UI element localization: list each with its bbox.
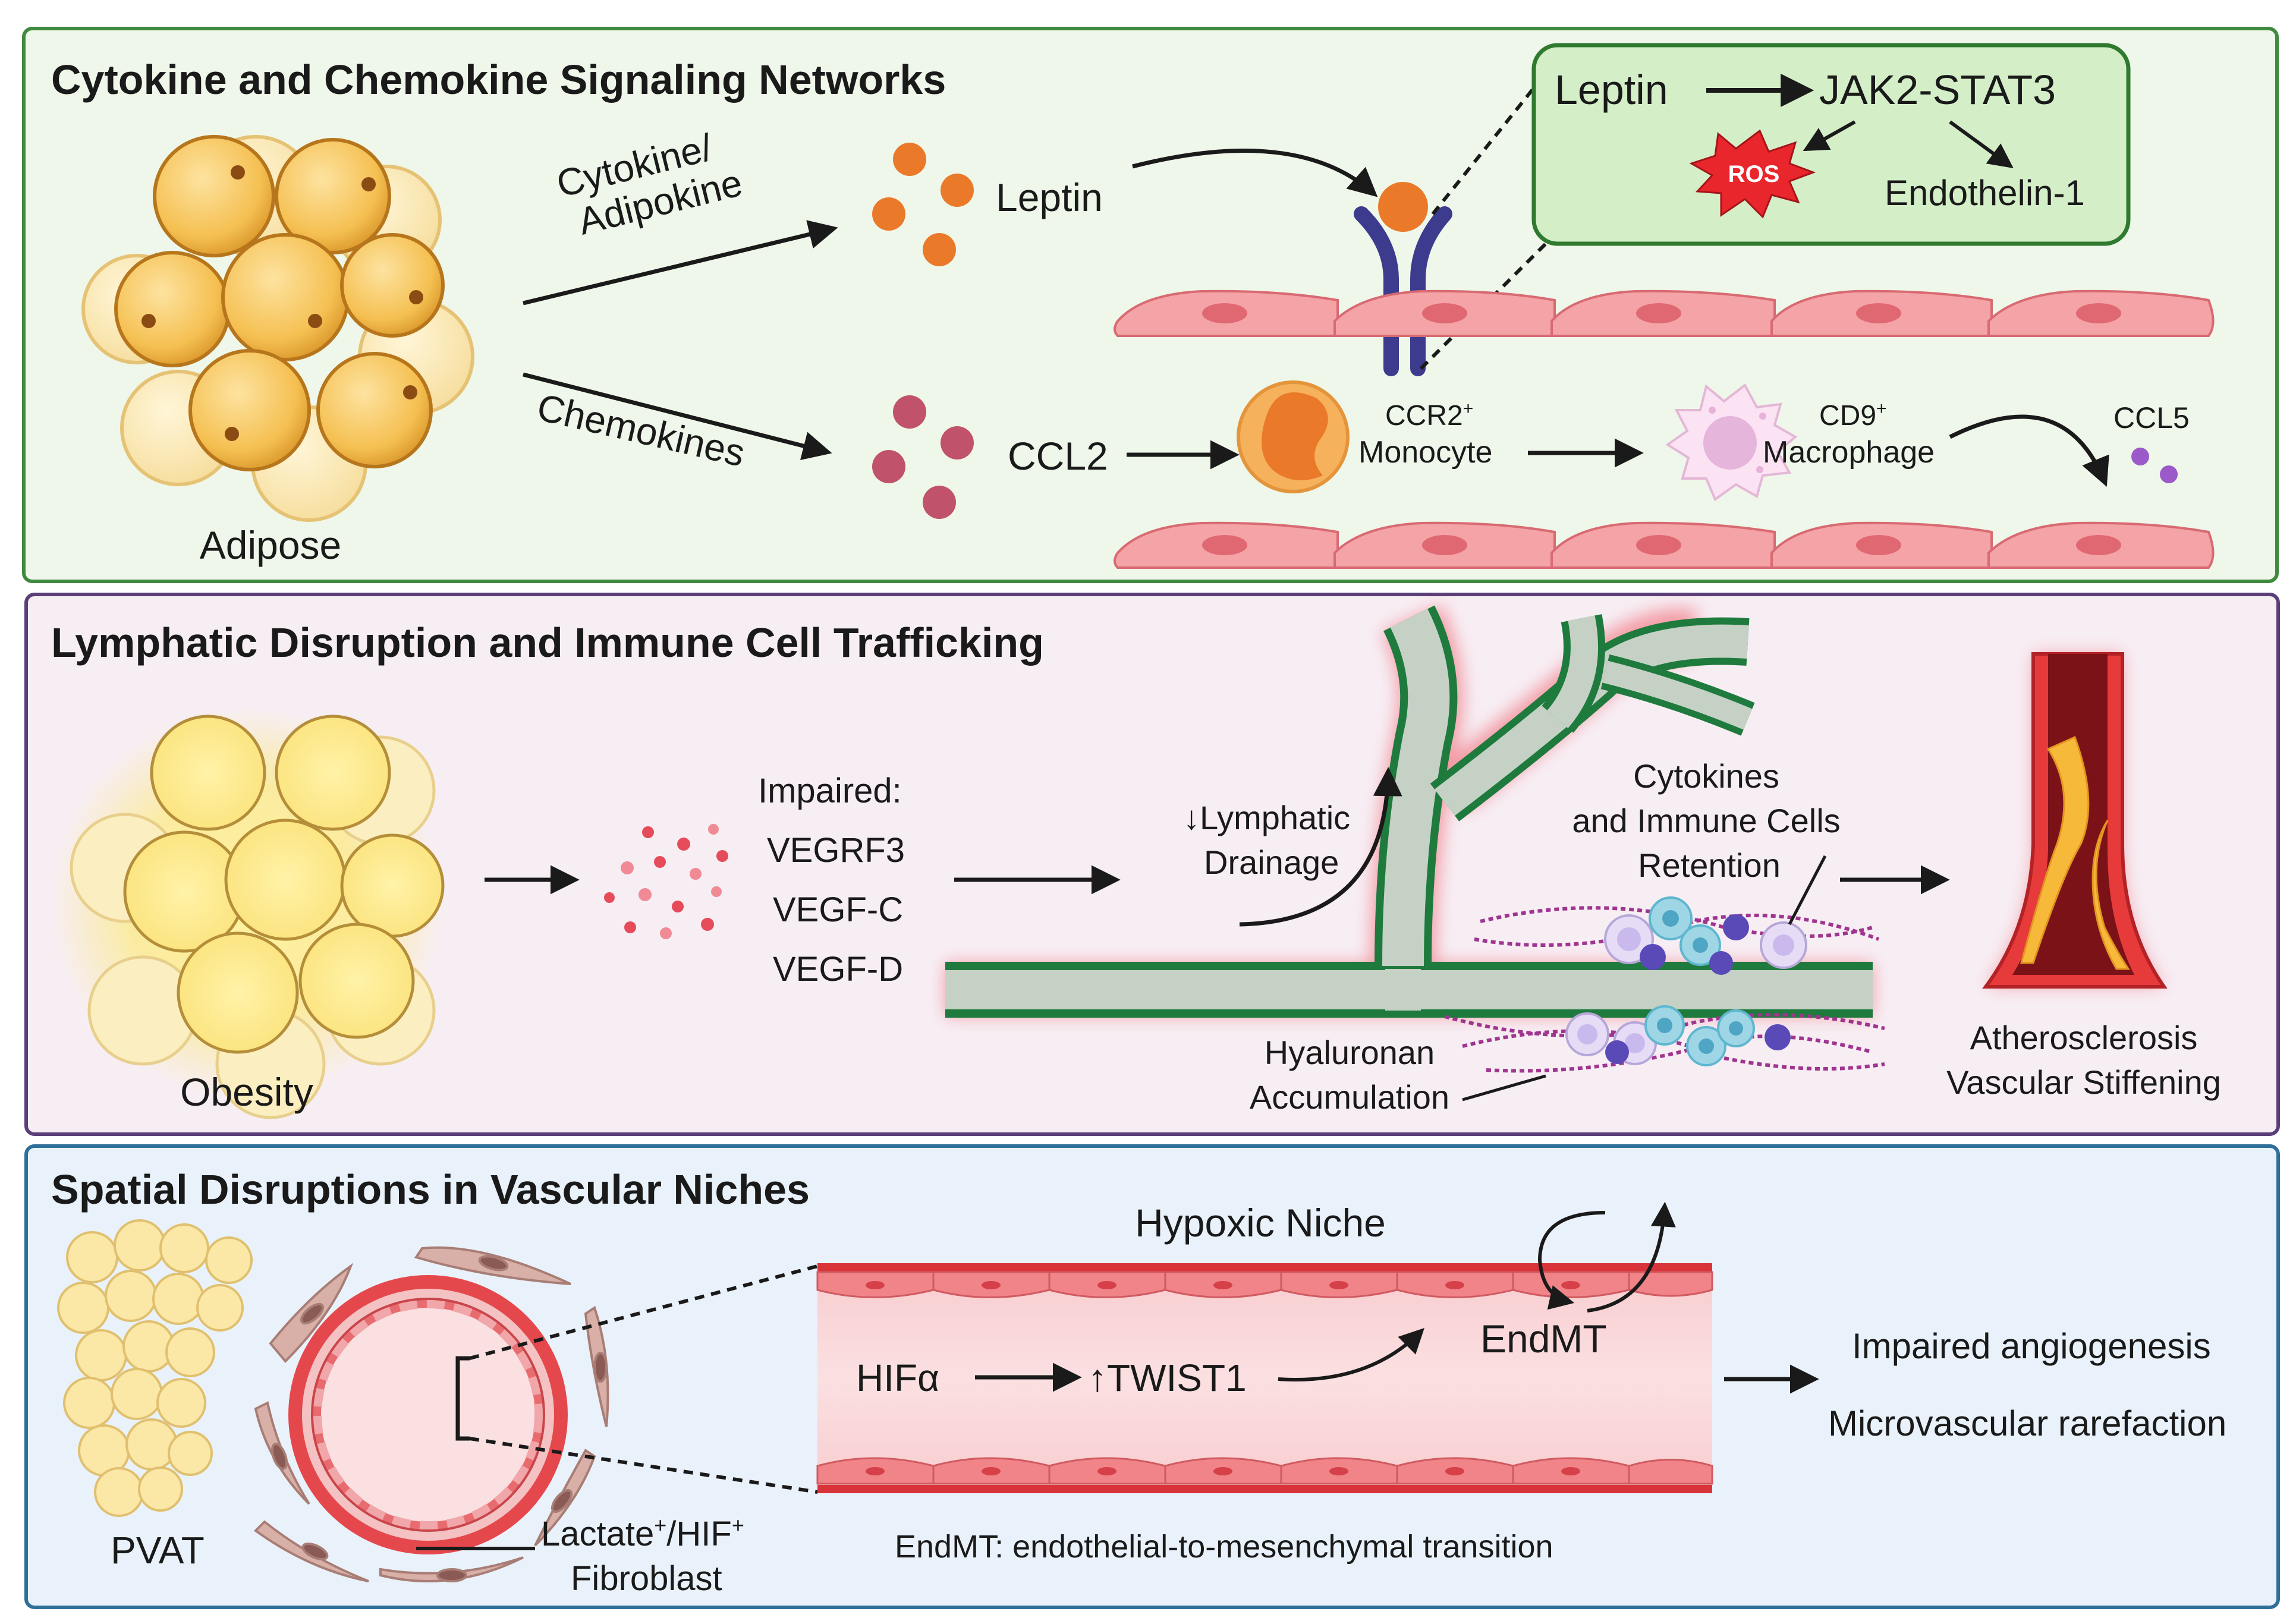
macrophage: [1665, 383, 1798, 502]
pvat-cluster: [57, 1219, 253, 1517]
twist-to-endmt-arrow: [1278, 1328, 1424, 1381]
pvat-label: PVAT: [111, 1529, 205, 1572]
monocyte-marker: CCR2+: [1385, 399, 1473, 432]
retention-label-line3: Retention: [1638, 846, 1781, 884]
fibroblasts: [253, 1246, 609, 1582]
panel2-title: Lymphatic Disruption and Immune Cell Tra…: [51, 619, 1044, 666]
panel1-title: Cytokine and Chemokine Signaling Network…: [51, 56, 946, 103]
factor-vegrf3: VEGRF3: [767, 831, 905, 870]
hif-label: HIFα: [856, 1357, 939, 1399]
twist-label: ↑TWIST1: [1088, 1357, 1247, 1399]
endmt-footnote: EndMT: endothelial-to-mesenchymal transi…: [895, 1529, 1553, 1565]
immune-cells-upper: [1604, 896, 1807, 975]
zoom-line-top: [469, 1264, 818, 1360]
retention-pointer: [1788, 855, 1827, 926]
drainage-arrow: [1239, 767, 1402, 927]
leptin-receptor: [1354, 182, 1452, 376]
ros-burst: [1689, 129, 1816, 219]
lymphatic-vessel: [945, 605, 1873, 1018]
macrophage-label: Macrophage: [1763, 435, 1935, 470]
immune-cells-lower: [1565, 1005, 1791, 1066]
ccl5-dot-1: [2131, 448, 2149, 465]
panel-lymphatic-disruption: Lymphatic Disruption and Immune Cell Tra…: [24, 593, 2280, 1136]
leptin-signaling-inset: Leptin JAK2-STAT3 ROS Endothelin-1: [1531, 43, 2131, 246]
hypoxic-vessel: [816, 1263, 1713, 1493]
obesity-cluster: [51, 707, 445, 1119]
factor-vegf-c: VEGF-C: [773, 890, 903, 929]
zoom-line-bottom: [469, 1437, 818, 1494]
chemokine-arrow: [523, 372, 832, 461]
panel-cytokine-signaling: Cytokine and Chemokine Signaling Network…: [22, 27, 2279, 583]
macrophage-to-ccl5-arrow: [1949, 414, 2109, 487]
endothelial-layer-upper: [1114, 289, 2215, 337]
outcome-label-line1: Atherosclerosis: [1970, 1019, 2198, 1056]
endmt-cycle-arrow-2: [1587, 1201, 1676, 1313]
ccl2-label: CCL2: [1008, 434, 1108, 478]
endothelial-layer-lower: [1114, 521, 2215, 569]
fibroblast-label-line2: Fibroblast: [571, 1559, 722, 1598]
fibroblast-label-line1: Lactate+/HIF+: [541, 1513, 744, 1553]
endmt-cycle-arrow-1: [1537, 1211, 1606, 1310]
impaired-label: Impaired:: [758, 772, 902, 810]
hypoxic-niche-label: Hypoxic Niche: [1135, 1201, 1386, 1245]
inset-endothelin-label: Endothelin-1: [1885, 173, 2085, 213]
leptin-particles: [872, 143, 974, 266]
cytokine-arrow: [523, 220, 838, 306]
retention-label-line2: and Immune Cells: [1572, 802, 1840, 839]
leptin-label: Leptin: [996, 175, 1103, 219]
monocyte-label: Monocyte: [1358, 435, 1492, 470]
drainage-label-line1: ↓Lymphatic: [1183, 799, 1350, 836]
adipose-label: Adipose: [200, 523, 342, 567]
inset-jak-label: JAK2-STAT3: [1819, 67, 2056, 113]
ros-label: ROS: [1728, 161, 1780, 187]
macrophage-marker: CD9+: [1819, 399, 1887, 432]
monocyte: [1237, 380, 1350, 493]
factor-vegf-d: VEGF-D: [773, 950, 903, 989]
ccl5-dot-2: [2160, 465, 2178, 483]
panel3-title: Spatial Disruptions in Vascular Niches: [51, 1166, 810, 1213]
zoom-line-top: [1431, 87, 1536, 215]
ccl5-label: CCL5: [2113, 401, 2190, 435]
ccl2-particles: [872, 395, 974, 519]
hyaluronan-strands: [1444, 906, 1885, 1073]
outcome-label-line2: Vascular Stiffening: [1946, 1063, 2221, 1101]
drainage-label-line2: Drainage: [1204, 844, 1339, 881]
factor-particles: [604, 824, 728, 939]
inset-leptin-label: Leptin: [1555, 67, 1668, 113]
obesity-label: Obesity: [180, 1070, 313, 1114]
hyaluronan-label-line1: Hyaluronan: [1265, 1034, 1435, 1071]
panel-vascular-niches: Spatial Disruptions in Vascular Niches P…: [24, 1144, 2280, 1609]
zoom-bracket: [455, 1356, 470, 1441]
hyaluronan-label-line2: Accumulation: [1250, 1078, 1449, 1116]
outcome-microvascular-rarefaction: Microvascular rarefaction: [1828, 1403, 2226, 1443]
endmt-label: EndMT: [1480, 1317, 1607, 1361]
retention-label-line1: Cytokines: [1633, 757, 1779, 795]
atherosclerotic-artery: [1982, 652, 2168, 989]
leptin-to-receptor-arrow: [1132, 149, 1378, 197]
adipose-cluster: [81, 135, 474, 522]
vessel-cross-section: [288, 1275, 568, 1554]
hyaluronan-pointer: [1462, 1074, 1546, 1101]
outcome-impaired-angiogenesis: Impaired angiogenesis: [1852, 1326, 2211, 1366]
